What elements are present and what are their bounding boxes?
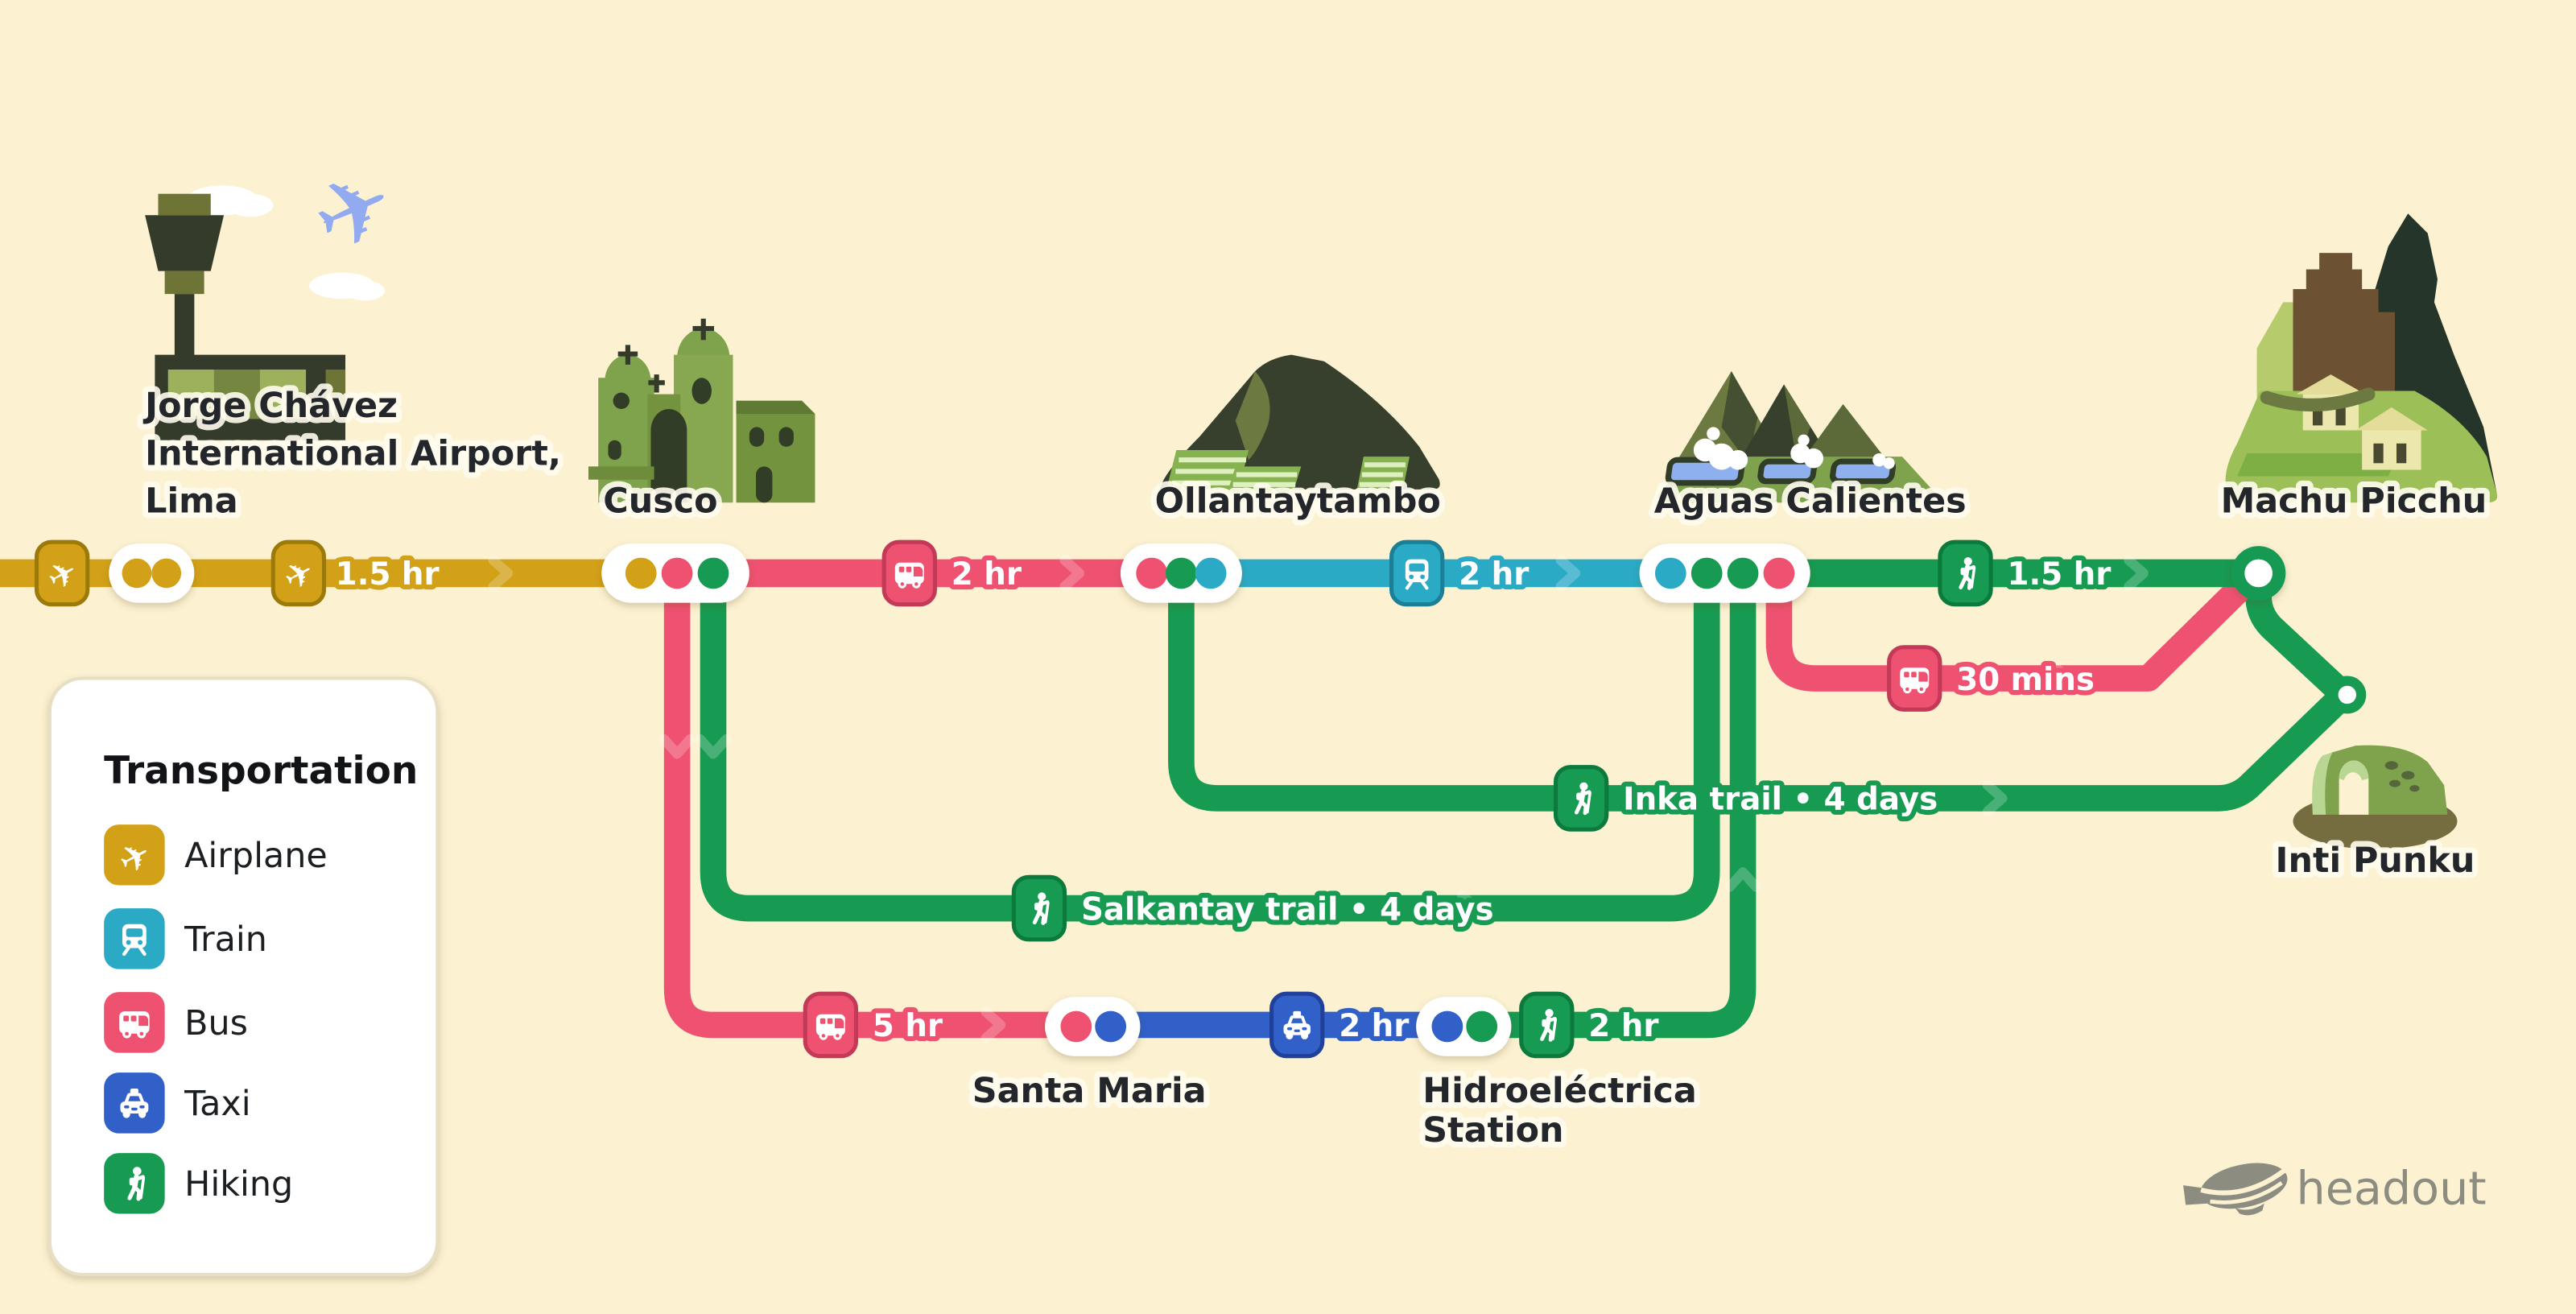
station-label-santa-maria: Santa Maria bbox=[972, 1071, 1207, 1111]
station-label-cusco: Cusco bbox=[603, 481, 717, 521]
svg-text:Jorge Chávez: Jorge Chávez bbox=[142, 386, 398, 426]
direction-chevrons bbox=[488, 555, 2149, 1043]
machu-picchu-illustration bbox=[2225, 213, 2498, 503]
segment-badges: 1.5 hr 2 hr 2 hr 1.5 hr 30 mins bbox=[34, 539, 2116, 1059]
station-label-machu-picchu: Machu Picchu bbox=[2221, 481, 2487, 521]
svg-text:Bus: Bus bbox=[184, 1003, 248, 1043]
legend-card: Transportation Airplane Train Bus Taxi H… bbox=[47, 676, 440, 1277]
hiking-icon bbox=[1519, 991, 1575, 1059]
machu-house bbox=[2355, 407, 2428, 470]
svg-text:Airplane: Airplane bbox=[184, 836, 328, 876]
station-pill-ollantaytambo bbox=[1120, 543, 1242, 603]
duration-hidro-aguas: 2 hr bbox=[1588, 1008, 1658, 1044]
airplane-icon bbox=[34, 539, 90, 607]
duration-ollanta-aguas: 2 hr bbox=[1459, 556, 1529, 593]
ollantaytambo-illustration bbox=[1159, 354, 1440, 493]
bus-icon bbox=[1887, 645, 1942, 712]
station-pill-aguas-calientes bbox=[1639, 543, 1810, 603]
line-bus-cusco-santamaria bbox=[663, 578, 1081, 1039]
station-label-aguas-calientes: Aguas Calientes bbox=[1654, 481, 1967, 521]
station-label-airport: Jorge Chávez International Airport, Lima bbox=[137, 380, 567, 527]
airplane-icon bbox=[270, 539, 327, 607]
station-pill-hidroelectrica bbox=[1416, 997, 1512, 1056]
inti-punku-illustration bbox=[2293, 745, 2458, 849]
line-hike-salkantay bbox=[700, 564, 1720, 922]
svg-text:Lima: Lima bbox=[145, 481, 238, 521]
svg-text:Hiking: Hiking bbox=[184, 1164, 293, 1204]
duration-cusco-santamaria: 5 hr bbox=[873, 1008, 943, 1044]
legend-item-bus: Bus bbox=[104, 992, 248, 1053]
headout-blimp-icon bbox=[2183, 1163, 2288, 1216]
hiking-icon bbox=[1011, 874, 1067, 942]
station-pill-lima bbox=[109, 543, 195, 603]
svg-text:International Airport,: International Airport, bbox=[145, 433, 561, 473]
legend-item-train: Train bbox=[104, 908, 267, 969]
station-terminus-machu-picchu bbox=[2231, 546, 2286, 601]
svg-text:Hidroeléctrica: Hidroeléctrica bbox=[1422, 1071, 1696, 1111]
svg-text:Taxi: Taxi bbox=[184, 1084, 251, 1124]
duration-inka-trail: Inka trail • 4 days bbox=[1623, 782, 1938, 818]
duration-aguas-machu: 1.5 hr bbox=[2008, 556, 2112, 593]
station-label-inti-punku: Inti Punku bbox=[2276, 841, 2475, 881]
legend-item-hiking: Hiking bbox=[104, 1153, 293, 1214]
station-dot-inti-punku bbox=[2328, 676, 2367, 714]
taxi-icon bbox=[1269, 991, 1325, 1059]
duration-cusco-ollanta: 2 hr bbox=[952, 556, 1022, 593]
station-label-hidroelectrica: Hidroeléctrica Station bbox=[1417, 1065, 1703, 1156]
hiking-icon bbox=[1938, 539, 1993, 607]
station-labels: Jorge Chávez International Airport, Lima… bbox=[137, 380, 2492, 1156]
legend-item-airplane: Airplane bbox=[104, 824, 328, 886]
hiking-icon bbox=[1553, 765, 1609, 832]
duration-salkantay-trail: Salkantay trail • 4 days bbox=[1081, 891, 1494, 928]
airplane-takeoff-icon: ✈ bbox=[297, 147, 411, 275]
legend-item-taxi: Taxi bbox=[104, 1072, 251, 1134]
svg-text:✈: ✈ bbox=[297, 147, 411, 275]
line-bus-aguas-machu bbox=[1765, 564, 2264, 692]
headout-logo: headout bbox=[2183, 1162, 2487, 1216]
svg-text:Train: Train bbox=[184, 919, 267, 960]
station-markers bbox=[109, 543, 2367, 1056]
duration-lima-cusco: 1.5 hr bbox=[336, 556, 440, 593]
headout-logo-text: headout bbox=[2297, 1162, 2487, 1215]
bus-icon bbox=[803, 991, 859, 1059]
cusco-illustration bbox=[588, 318, 815, 503]
duration-machu-aguas-bus: 30 mins bbox=[1956, 662, 2095, 698]
svg-text:Station: Station bbox=[1422, 1110, 1563, 1151]
aguas-calientes-illustration bbox=[1658, 371, 1936, 503]
line-hike-inka-trail bbox=[1168, 578, 2358, 812]
line-hike-hidro-aguas bbox=[1448, 564, 1757, 1039]
duration-santamaria-hidro: 2 hr bbox=[1339, 1008, 1409, 1044]
station-label-ollantaytambo: Ollantaytambo bbox=[1155, 481, 1441, 521]
train-icon bbox=[1389, 539, 1445, 607]
bus-icon bbox=[881, 539, 937, 607]
station-pill-santa-maria bbox=[1045, 997, 1141, 1056]
legend-title: Transportation bbox=[104, 749, 418, 793]
station-pill-cusco bbox=[601, 543, 749, 603]
